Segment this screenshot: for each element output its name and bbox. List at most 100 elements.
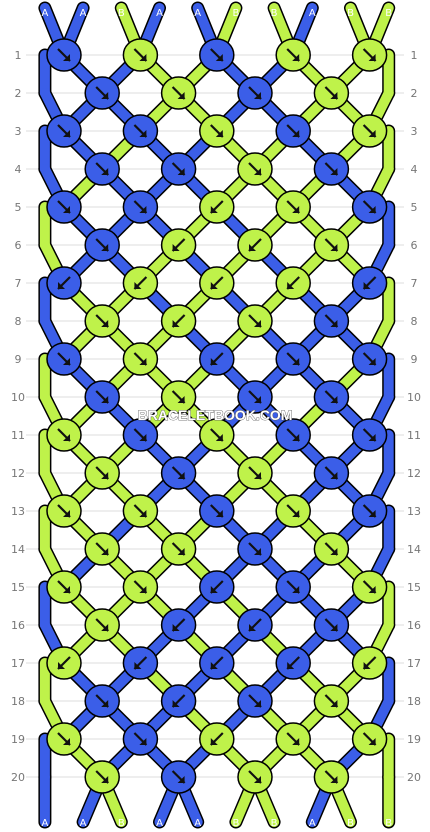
top-strand-label: A (156, 8, 163, 19)
knot-arrow-head (254, 548, 261, 555)
row-label-right: 20 (407, 771, 421, 784)
top-strand-label: B (385, 8, 392, 19)
row-label-left: 18 (11, 695, 25, 708)
row-label-right: 1 (411, 49, 418, 62)
row-label-right: 18 (407, 695, 421, 708)
row-label-right: 13 (407, 505, 421, 518)
knot-arrow-head (172, 244, 180, 251)
row-label-right: 5 (411, 201, 418, 214)
row-label-left: 1 (15, 49, 22, 62)
top-strand-label: A (41, 8, 48, 19)
knot-arrow-head (63, 738, 70, 745)
row-label-right: 14 (407, 543, 421, 556)
knot-arrow-head (101, 776, 109, 783)
knot-arrow-head (368, 586, 376, 593)
knot-arrow-head (363, 282, 371, 289)
row-label-left: 14 (11, 543, 25, 556)
knot-arrow-head (249, 244, 256, 251)
bottom-strand-label: B (271, 818, 278, 829)
knot-arrow-head (330, 700, 338, 707)
bottom-strand-label: B (385, 818, 392, 829)
knot-arrow-head (368, 510, 376, 517)
bottom-strand-label: A (194, 818, 201, 829)
knot-arrow-head (139, 434, 147, 441)
top-strand-label: A (309, 8, 316, 19)
row-label-left: 15 (11, 581, 25, 594)
row-label-right: 19 (407, 733, 421, 746)
knot-grid (46, 38, 388, 794)
row-label-right: 9 (411, 353, 418, 366)
knot-arrow-head (215, 54, 223, 61)
knot-arrow-head (330, 320, 338, 327)
knot-arrow-head (292, 586, 300, 593)
row-label-right: 2 (411, 87, 418, 100)
row-label-right: 10 (407, 391, 421, 404)
knot-arrow-head (292, 434, 300, 441)
knot-arrow-head (330, 396, 338, 403)
row-label-left: 3 (15, 125, 22, 138)
knot-arrow-head (134, 282, 142, 289)
knot-arrow-head (368, 738, 376, 745)
knot-arrow-head (254, 396, 261, 403)
knot-arrow-head (287, 282, 295, 289)
knot-arrow-head (63, 510, 70, 517)
top-strand-label: A (80, 8, 87, 19)
row-label-right: 15 (407, 581, 421, 594)
knot-arrow-head (63, 586, 70, 593)
row-label-left: 6 (15, 239, 22, 252)
row-label-left: 12 (11, 467, 25, 480)
knot-arrow-head (368, 358, 376, 365)
knot-arrow-head (63, 434, 70, 441)
knot-arrow-head (330, 472, 338, 479)
knot-arrow-head (177, 548, 185, 555)
knot-arrow-head (292, 510, 300, 517)
row-label-right: 11 (407, 429, 421, 442)
knot-arrow-head (63, 54, 70, 61)
knot-arrow-head (101, 396, 109, 403)
knot-arrow-head (101, 244, 109, 251)
top-strand-label: B (118, 8, 125, 19)
knot-arrow-head (139, 130, 147, 137)
knot-arrow-head (101, 168, 109, 175)
knot-arrow-head (139, 54, 147, 61)
knot-arrow-head (101, 624, 109, 631)
knot-arrow-head (177, 776, 185, 783)
knot-arrow-head (63, 206, 70, 213)
knot-arrow-head (210, 282, 218, 289)
knot-arrow-head (134, 662, 142, 669)
knot-arrow-head (368, 54, 376, 61)
knot-arrow-head (254, 776, 261, 783)
row-label-left: 5 (15, 201, 22, 214)
knot-arrow-head (177, 92, 185, 99)
knot-arrow-head (330, 244, 338, 251)
bottom-strand-label: A (156, 818, 163, 829)
knot-arrow-head (287, 662, 295, 669)
row-label-right: 12 (407, 467, 421, 480)
bottom-strand-label: B (347, 818, 354, 829)
knot-arrow-head (368, 206, 376, 213)
watermark: BRACELETBOOK.COM (138, 407, 293, 423)
row-label-left: 4 (15, 163, 22, 176)
knot-arrow-head (292, 738, 300, 745)
top-strand-label: B (347, 8, 354, 19)
knot-arrow-head (139, 206, 147, 213)
row-label-left: 7 (15, 277, 22, 290)
knot-arrow-head (139, 738, 147, 745)
knot-arrow-head (101, 92, 109, 99)
knot-arrow-head (292, 358, 300, 365)
row-label-right: 3 (411, 125, 418, 138)
knot-arrow-head (58, 282, 65, 289)
row-label-left: 2 (15, 87, 22, 100)
knot-arrow-head (254, 92, 261, 99)
knot-arrow-head (210, 206, 218, 213)
knot-arrow-head (368, 434, 376, 441)
knot-arrow-head (172, 624, 180, 631)
knot-arrow-head (254, 168, 261, 175)
row-label-left: 9 (15, 353, 22, 366)
knot-arrow-head (215, 510, 223, 517)
knot-arrow-head (292, 206, 300, 213)
row-label-left: 17 (11, 657, 25, 670)
knot-arrow-head (292, 130, 300, 137)
